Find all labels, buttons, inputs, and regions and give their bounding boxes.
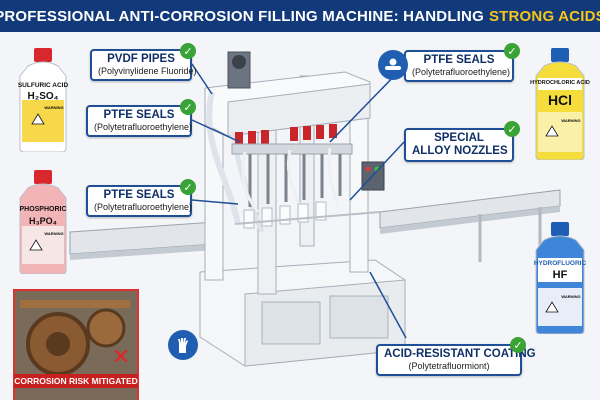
callout-title: ACID-RESISTANT COATING	[384, 348, 536, 360]
check-icon: ✓	[180, 179, 196, 195]
callout-ptfe-seals-2: PTFE SEALS (Polytetrafluoroethylene)	[86, 185, 192, 217]
base-panel	[261, 301, 321, 345]
gloves-icon	[168, 330, 198, 360]
callout-acid-resistant-coating: ACID-RESISTANT COATING (Polytetrafluormi…	[376, 344, 536, 376]
callout-title: PTFE SEALS	[423, 54, 495, 66]
machine-top-front	[227, 83, 371, 137]
bottle-phosphoric: PHOSPHORIC H₃PO₄ WARNING	[14, 170, 72, 274]
warning-text: WARNING	[44, 105, 64, 110]
callout-subtitle: (Polytetrafluoroethylene)	[94, 122, 193, 132]
conveyor-left-edge	[70, 244, 215, 260]
callout-pvdf-pipes: PVDF PIPES (Polyvinylidene Fluoride)	[90, 49, 197, 81]
cross-icon: ✕	[111, 344, 131, 370]
valve-row	[235, 124, 337, 146]
check-icon: ✓	[180, 99, 196, 115]
warning-text: WARNING	[44, 231, 64, 236]
conveyor-bottles	[243, 201, 327, 229]
check-icon: ✓	[180, 43, 196, 59]
safety-goggles-icon	[378, 50, 408, 80]
warning-text: WARNING	[561, 118, 581, 123]
callout-title: PTFE SEALS	[103, 109, 175, 121]
page-title-highlight: STRONG ACIDS	[488, 7, 600, 25]
check-icon: ✓	[510, 337, 526, 353]
bottle-formula: HF	[552, 269, 568, 281]
callout-subtitle: (Polytetrafluoroethylene)	[94, 202, 193, 212]
callout-title-line1: SPECIAL	[434, 132, 484, 144]
base-panel	[329, 295, 389, 339]
callout-subtitle: (Polytetrafluoroethylene)	[412, 67, 511, 77]
bottle-hydrofluoric: HYDROFLUORIC HF WARNING	[530, 222, 590, 334]
page-title: PROFESSIONAL ANTI-CORROSION FILLING MACH…	[0, 7, 484, 25]
callout-subtitle: (Polyvinylidene Fluoride)	[98, 66, 197, 76]
nozzle-row	[248, 154, 342, 207]
callout-title: PTFE SEALS	[103, 189, 175, 201]
bottle-name: HYDROFLUORIC	[533, 260, 587, 267]
callout-title-line2: ALLOY NOZZLES	[412, 145, 508, 157]
guide-rail	[234, 211, 381, 225]
callout-special-alloy-nozzles: SPECIAL ALLOY NOZZLES	[404, 128, 514, 162]
warning-text: WARNING	[561, 294, 581, 299]
conveyor-right-edge	[380, 206, 560, 234]
bottle-formula: HCl	[547, 92, 573, 108]
bottle-name: SULFURIC ACID	[17, 82, 69, 89]
check-icon: ✓	[504, 43, 520, 59]
bottle-formula: H₂SO₄	[27, 91, 59, 102]
bottle-sulfuric-acid: SULFURIC ACID H₂SO₄ WARNING	[14, 48, 72, 152]
control-button	[365, 166, 371, 172]
page-header: PROFESSIONAL ANTI-CORROSION FILLING MACH…	[0, 0, 600, 32]
bottle-name: PHOSPHORIC	[19, 206, 67, 213]
filling-head	[231, 143, 353, 155]
corrosion-risk-badge: CORROSION RISK MITIGATED	[14, 374, 138, 388]
bottle-formula: H₃PO₄	[29, 216, 57, 226]
callout-ptfe-seals-1: PTFE SEALS (Polytetrafluoroethylene)	[86, 105, 192, 137]
main-stage: PVDF PIPES (Polyvinylidene Fluoride) ✓ P…	[0, 32, 600, 400]
check-icon: ✓	[504, 121, 520, 137]
bottle-hydrochloric-acid: HYDROCHLORIC ACID HCl WARNING	[530, 48, 590, 160]
callout-ptfe-seals-3: PTFE SEALS (Polytetrafluoroethylene)	[404, 50, 514, 82]
bottle-name: HYDROCHLORIC ACID	[530, 80, 590, 86]
pvdf-pipe	[206, 91, 241, 225]
callout-subtitle: (Polytetrafluormiont)	[408, 361, 490, 371]
callout-title: PVDF PIPES	[107, 53, 175, 65]
motor-cap	[232, 55, 246, 69]
